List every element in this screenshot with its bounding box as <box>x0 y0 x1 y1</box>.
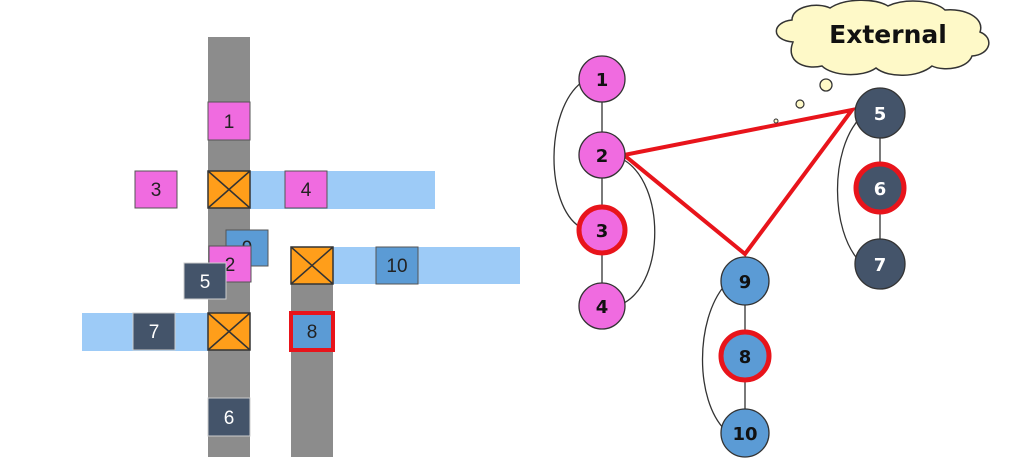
node-3-label: 3 <box>596 221 609 242</box>
blue-strip-middle <box>333 247 520 284</box>
node-10: 10 <box>720 408 770 458</box>
block-2-label: 2 <box>225 255 236 276</box>
block-4: 4 <box>284 170 328 209</box>
node-5: 5 <box>854 87 906 139</box>
node-7: 7 <box>854 238 906 290</box>
orange-crossed-box-2 <box>290 246 334 285</box>
node-8-label: 8 <box>739 347 752 368</box>
node-4: 4 <box>578 282 626 330</box>
external-thought-cloud: External <box>773 0 990 124</box>
node-10-label: 10 <box>732 424 757 445</box>
block-8-highlighted: 8 <box>289 311 335 352</box>
edge-9-10 <box>701 284 726 431</box>
node-8-highlighted: 8 <box>718 329 772 383</box>
node-2: 2 <box>578 131 626 179</box>
block-5: 5 <box>183 262 227 300</box>
orange-crossed-box-1 <box>207 170 251 209</box>
cloud-label: External <box>829 20 947 49</box>
node-5-label: 5 <box>874 104 887 125</box>
node-2-label: 2 <box>596 146 609 167</box>
node-9-label: 9 <box>739 272 752 293</box>
cloud-shape <box>775 0 990 76</box>
block-6-label: 6 <box>224 408 235 429</box>
block-6: 6 <box>207 397 251 437</box>
red-triangle-2-5-9 <box>619 107 857 257</box>
node-4-label: 4 <box>596 297 609 318</box>
block-10: 10 <box>375 246 419 285</box>
node-1: 1 <box>578 55 626 103</box>
edge-1-3 <box>553 81 583 228</box>
edge-5-7 <box>836 117 861 263</box>
block-8-label: 8 <box>307 322 318 343</box>
node-1-label: 1 <box>596 70 609 91</box>
thought-bubble-large <box>819 78 833 92</box>
block-1: 1 <box>207 101 251 141</box>
node-9: 9 <box>720 256 770 306</box>
node-6-label: 6 <box>874 179 887 200</box>
node-6-highlighted: 6 <box>853 161 907 215</box>
layout-diagram: 1 3 4 9 2 5 10 7 <box>82 37 520 457</box>
block-4-label: 4 <box>301 180 312 201</box>
block-1-label: 1 <box>224 112 235 133</box>
block-7-label: 7 <box>149 322 160 343</box>
blue-strip-top <box>250 171 435 209</box>
edge-2-4 <box>623 159 656 304</box>
node-7-label: 7 <box>874 255 887 276</box>
gray-strip-right <box>291 265 333 457</box>
orange-crossed-box-3 <box>207 312 251 351</box>
thought-bubble-small <box>773 118 779 124</box>
block-3-label: 3 <box>151 180 162 201</box>
thought-bubble-medium <box>795 99 805 109</box>
block-5-label: 5 <box>200 272 211 293</box>
block-3: 3 <box>134 170 178 209</box>
block-10-label: 10 <box>386 256 407 277</box>
block-7: 7 <box>132 312 176 351</box>
node-3-highlighted: 3 <box>576 204 628 256</box>
conflict-graph: 1 2 3 4 5 6 7 9 <box>553 55 907 458</box>
